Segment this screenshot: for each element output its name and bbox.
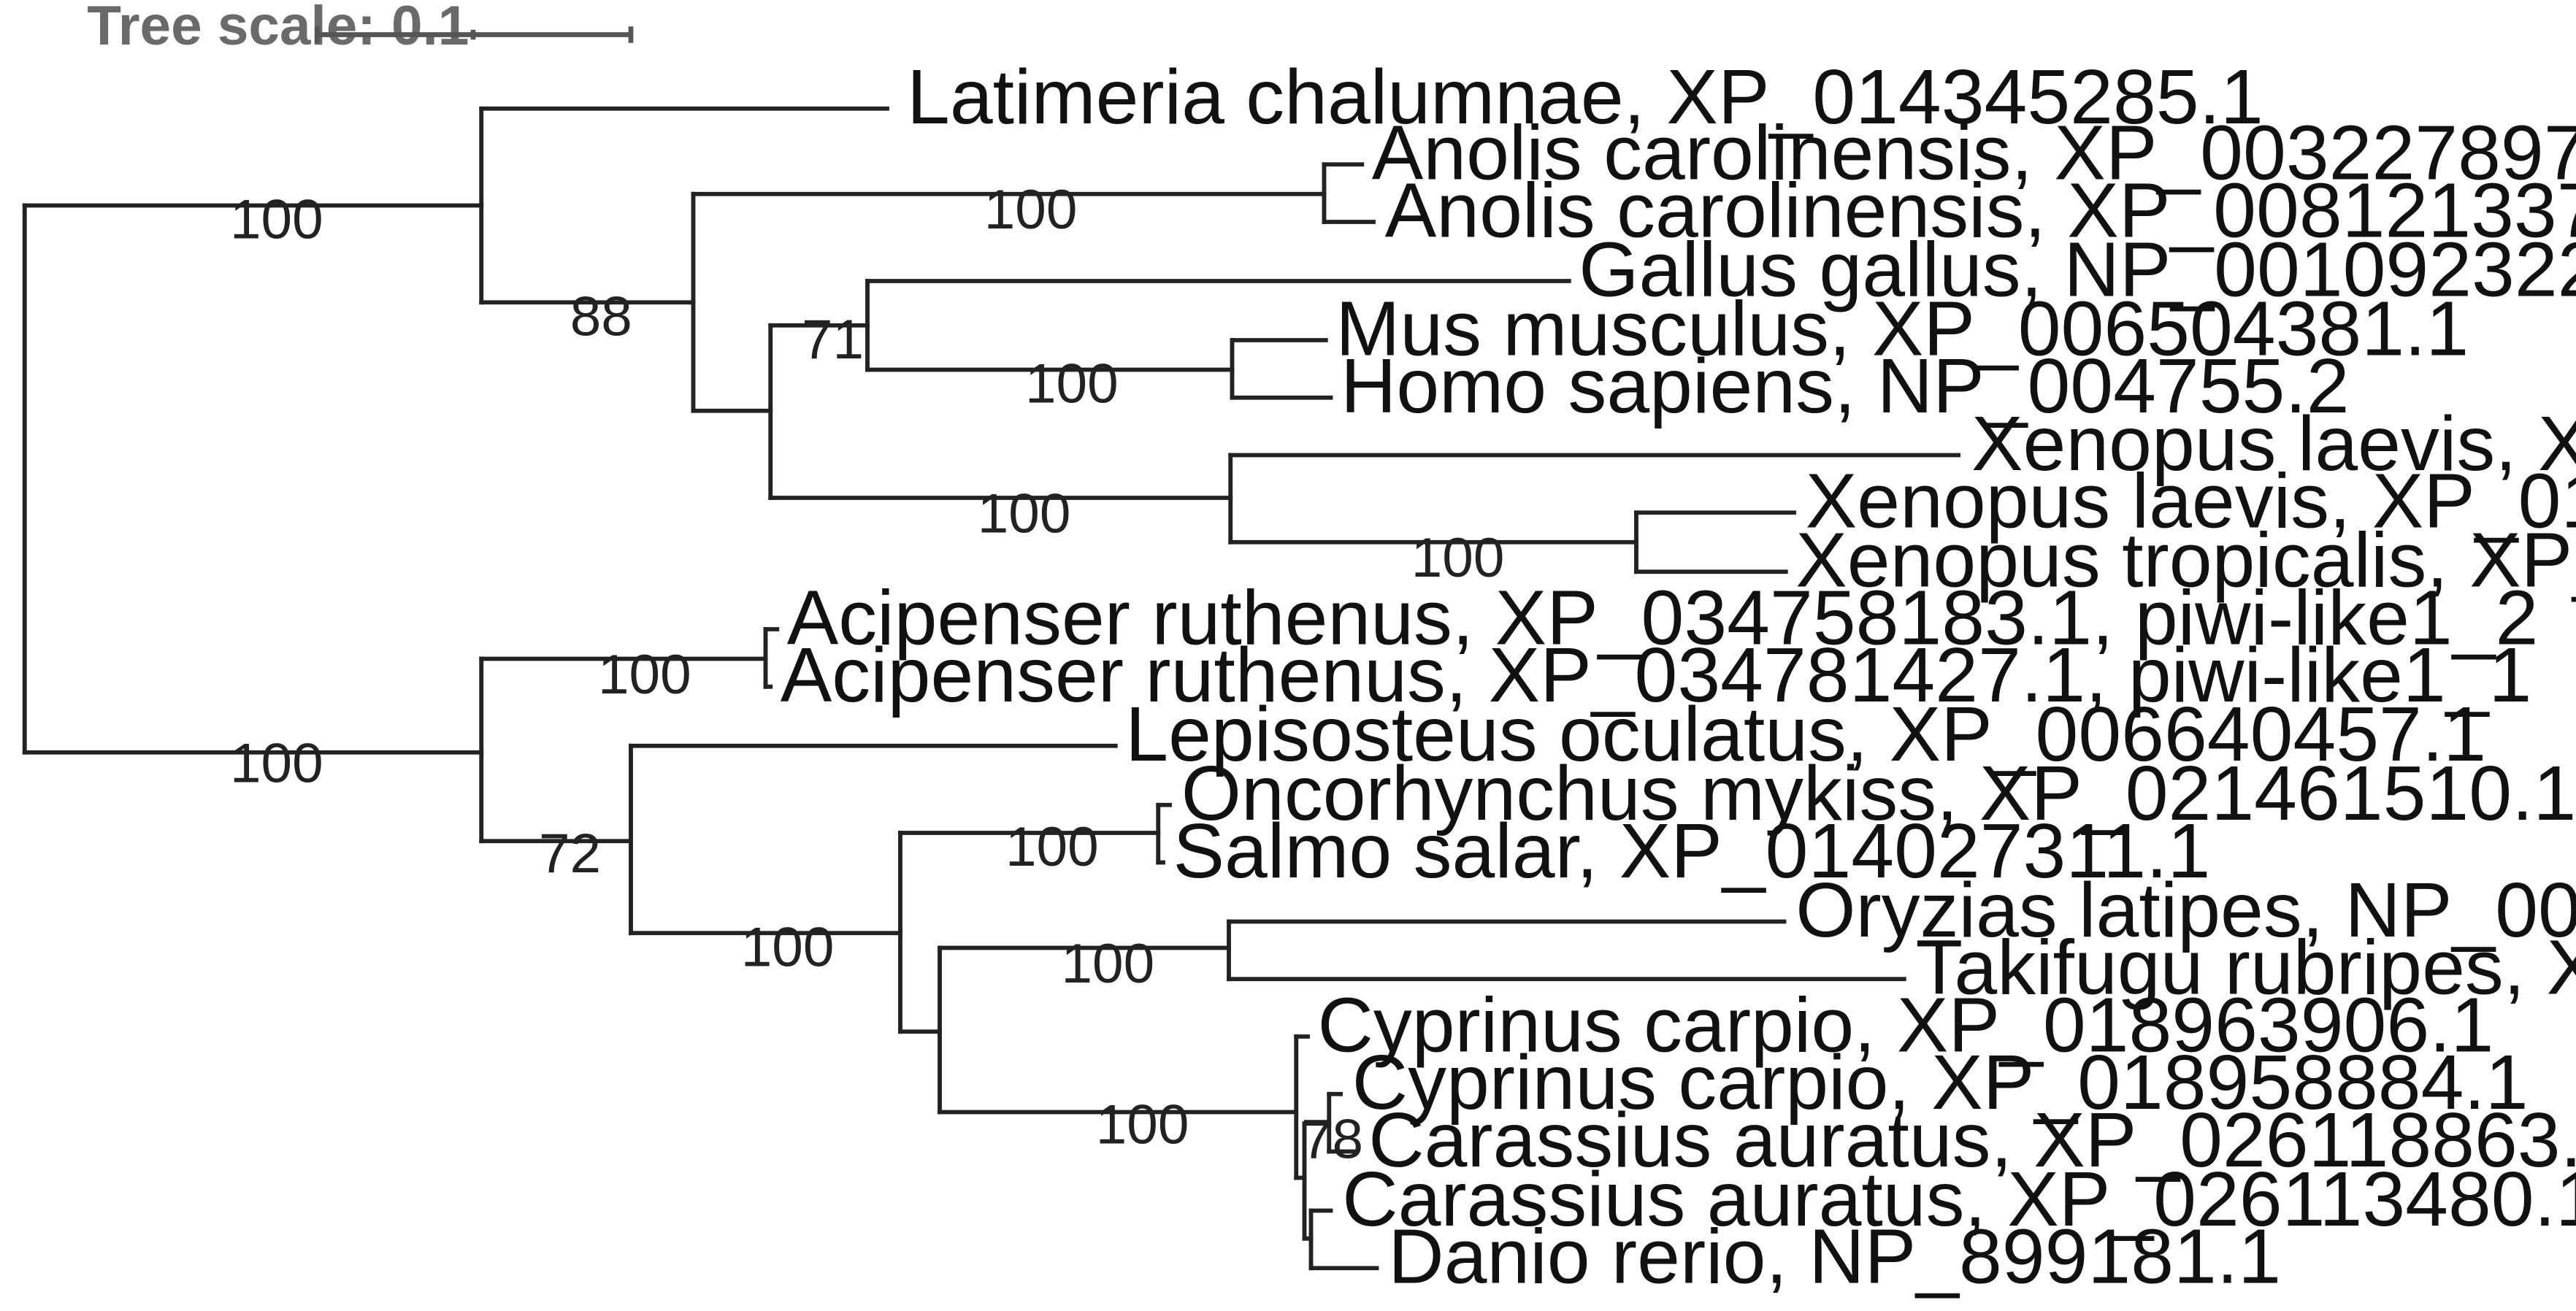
leaf-label: Mus musculus, XP_006504381.1 (1335, 285, 2469, 372)
leaf-label: Oncorhynchus mykiss, XP_021461510.1 (1181, 750, 2576, 837)
leaf-label: Gallus gallus, NP_001092322.1 (1579, 226, 2576, 312)
support-value: 100 (741, 916, 835, 978)
leaf-label: Homo sapiens, NP_004755.2 (1341, 343, 2350, 429)
tree-branches (22, 106, 1960, 1271)
leaf-label: Latimeria chalumnae, XP_014345285.1 (907, 54, 2263, 140)
tree-scale-label: Tree scale: 0.1 (87, 0, 469, 57)
tree-scale: Tree scale: 0.1 (87, 0, 634, 57)
leaf-label: Carassius auratus, XP_026118863.1 (1368, 1097, 2576, 1183)
leaf-label: Anolis carolinensis, XP_008121337.1 (1385, 167, 2576, 253)
support-value: 72 (539, 823, 601, 885)
support-value: 100 (978, 483, 1071, 545)
support-value: 100 (1411, 527, 1505, 589)
support-values: 100 88 100 71 100 100 100 100 100 72 100… (230, 179, 1504, 1171)
leaf-label: Lepisosteus oculatus, XP_006640457.1 (1125, 691, 2486, 777)
leaf-label: Salmo salar, XP_014027311.1 (1173, 808, 2211, 894)
support-value: 100 (1025, 353, 1119, 415)
leaf-label: Xenopus laevis, XP_018117962.1 (1806, 458, 2576, 545)
leaf-label: Xenopus laevis, XP_018103377.1 (1971, 401, 2576, 487)
leaf-label: Anolis carolinensis, XP_003227897.2 (1372, 110, 2576, 196)
leaf-label: Acipenser ruthenus, XP_034781427.1, piwi… (781, 632, 2532, 718)
support-value: 100 (230, 732, 323, 794)
leaf-label: Carassius auratus, XP_026113480.1 (1342, 1156, 2576, 1242)
leaf-label: Xenopus tropicalis, XP_002940227.2 (1795, 518, 2576, 604)
support-value: 100 (1096, 1093, 1189, 1156)
leaf-label: Acipenser ruthenus, XP_034758183.1, piwi… (787, 574, 2539, 661)
leaf-label: Danio rerio, NP_899181.1 (1388, 1214, 2281, 1300)
support-value: 100 (1005, 816, 1099, 878)
leaf-label: Oryzias latipes, NP_001153908.1 (1795, 867, 2576, 953)
support-value: 88 (570, 285, 632, 347)
leaf-labels: Latimeria chalumnae, XP_014345285.1 Anol… (781, 54, 2576, 1300)
leaf-label: Cyprinus carpio, XP_018958884.1 (1352, 1039, 2529, 1126)
leaf-label: Takifugu rubripes, XP_003974513.1 (1916, 925, 2576, 1011)
support-value: 78 (1301, 1109, 1363, 1171)
support-value: 100 (984, 179, 1078, 241)
support-value: 100 (598, 644, 691, 706)
support-value: 71 (802, 309, 864, 371)
support-value: 100 (230, 189, 323, 251)
support-value: 100 (1062, 933, 1155, 995)
leaf-label: Cyprinus carpio, XP_018963906.1 (1318, 982, 2494, 1068)
